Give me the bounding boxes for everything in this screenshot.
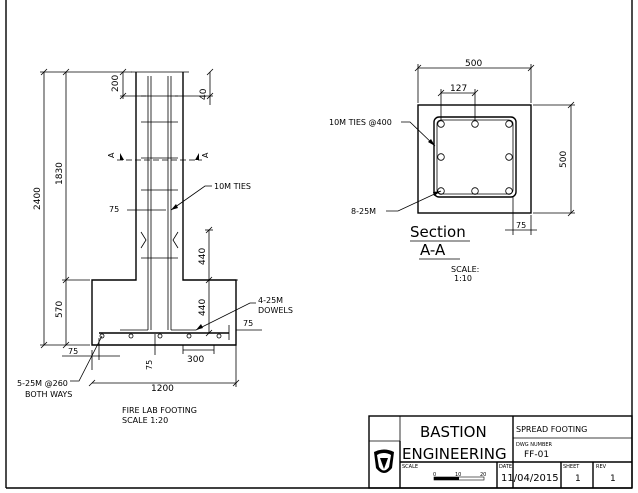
section-scale-value: 1:10 <box>454 274 472 283</box>
ties-label: 10M TIES <box>214 182 251 191</box>
sheet-border <box>6 0 632 488</box>
dim-40: 40 <box>199 88 209 100</box>
dim-1200: 1200 <box>151 384 174 394</box>
footing-elevation: A A 2400 1830 570 200 <box>17 69 293 425</box>
section-dim-500-right: 500 <box>559 151 569 168</box>
bottom-bars-callout: 5-25M @260 BOTH WAYS <box>17 336 102 399</box>
elevation-caption-scale: SCALE 1:20 <box>122 416 168 425</box>
section-mark-right: A <box>201 152 210 158</box>
company-name-line1: BASTION <box>420 423 487 441</box>
dim-1830: 1830 <box>55 162 65 185</box>
company-logo <box>374 450 394 474</box>
section-dim-127: 127 <box>450 84 467 94</box>
rev-value: 1 <box>610 474 616 484</box>
section-title: Section <box>410 223 466 241</box>
section-bars <box>438 121 513 195</box>
section-cut-marker: A A <box>107 152 210 160</box>
dim-570: 570 <box>55 301 65 318</box>
scale-label: SCALE <box>402 464 418 470</box>
tie-cover-dim: 75 <box>109 205 166 214</box>
dowels-label-1: 4-25M <box>258 296 283 305</box>
section-scale-label: SCALE: <box>451 265 479 274</box>
dim-300: 300 <box>187 355 204 365</box>
section-tie <box>434 117 516 197</box>
dowels-label-2: DOWELS <box>258 306 293 315</box>
drawing-title: SPREAD FOOTING <box>516 425 587 434</box>
company-name-line2: ENGINEERING <box>402 445 507 463</box>
dim-75-tie: 75 <box>109 205 119 214</box>
section-title-id: A-A <box>420 241 446 259</box>
top-dimensions: 200 40 <box>111 69 213 105</box>
section-a-a: 500 127 500 75 10M TIES @400 8-25M Secti… <box>329 59 575 283</box>
scale-tick-10: 10 <box>455 472 461 478</box>
date-value: 11/04/2015 <box>501 473 559 484</box>
section-dim-75: 75 <box>516 221 526 230</box>
column-ties <box>141 96 178 258</box>
dim-440-upper: 440 <box>198 248 208 265</box>
section-mark-left: A <box>107 152 116 158</box>
scale-tick-0: 0 <box>433 472 436 478</box>
scale-tick-20: 20 <box>480 472 486 478</box>
dim-75-bottom: 75 <box>145 360 154 370</box>
sheet-value: 1 <box>575 474 581 484</box>
bottom-dimensions: 75 75 300 1200 <box>62 334 239 394</box>
section-bars-label: 8-25M <box>351 207 376 216</box>
rev-label: REV <box>596 464 607 470</box>
dwg-number-label: DWG NUMBER <box>516 442 553 448</box>
scale-bar: 0 10 20 <box>433 472 486 480</box>
bottom-mat <box>99 333 229 338</box>
dwg-number: FF-01 <box>524 450 549 460</box>
dim-75-right: 75 <box>243 319 253 328</box>
dim-200: 200 <box>111 75 121 92</box>
dim-440-lower: 440 <box>198 299 208 316</box>
column-vertical-bars <box>120 76 196 330</box>
dim-2400: 2400 <box>33 187 43 210</box>
title-block: BASTION ENGINEERING SPREAD FOOTING DWG N… <box>369 416 632 488</box>
elevation-caption-title: FIRE LAB FOOTING <box>122 406 197 415</box>
bottom-bars-label-2: BOTH WAYS <box>25 390 72 399</box>
section-dim-500-top: 500 <box>465 59 482 69</box>
right-cover-dim: 75 <box>229 319 262 340</box>
sheet-label: SHEET <box>563 464 580 470</box>
dim-75-left: 75 <box>68 347 78 356</box>
section-ties-label: 10M TIES @400 <box>329 118 392 127</box>
right-dimensions: 440 440 <box>198 227 238 336</box>
bottom-bars-label-1: 5-25M @260 <box>17 379 68 388</box>
date-label: DATE <box>499 464 512 470</box>
